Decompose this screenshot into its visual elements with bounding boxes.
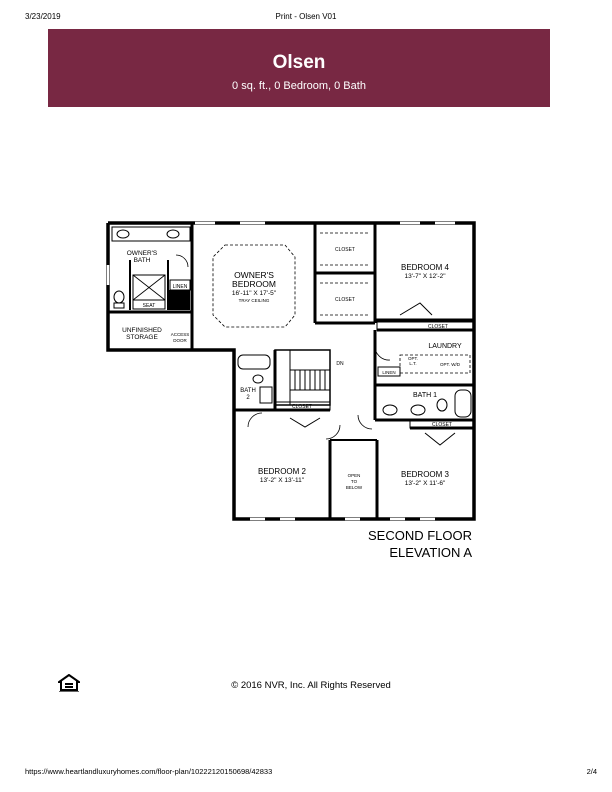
svg-text:SECOND FLOOR: SECOND FLOOR xyxy=(368,528,472,543)
svg-text:OWNER'S: OWNER'S xyxy=(234,270,274,280)
svg-text:OPT. W/D: OPT. W/D xyxy=(440,362,461,367)
svg-text:UNFINISHED: UNFINISHED xyxy=(122,327,162,334)
closet-label: CLOSET xyxy=(335,297,355,303)
owners-bedroom-label: OWNER'S xyxy=(234,270,274,280)
bath-1-label: BATH 1 xyxy=(413,392,437,399)
svg-text:OPEN: OPEN xyxy=(348,473,361,478)
svg-text:13'-2" X 11'-6": 13'-2" X 11'-6" xyxy=(405,480,446,487)
svg-text:CLOSET: CLOSET xyxy=(292,404,312,410)
svg-text:DOOR: DOOR xyxy=(173,338,187,343)
svg-text:BEDROOM 3: BEDROOM 3 xyxy=(401,470,450,479)
svg-text:TO: TO xyxy=(351,479,358,484)
svg-text:LINEN: LINEN xyxy=(173,284,188,290)
seat-label: SEAT xyxy=(143,303,156,309)
svg-text:13'-2" X 13'-11": 13'-2" X 13'-11" xyxy=(260,477,305,484)
closet-label: CLOSET xyxy=(335,247,355,253)
svg-text:BELOW: BELOW xyxy=(346,485,363,490)
svg-text:ELEVATION A: ELEVATION A xyxy=(389,545,472,560)
copyright: © 2016 NVR, Inc. All Rights Reserved xyxy=(231,680,391,691)
svg-text:BATH 1: BATH 1 xyxy=(413,392,437,399)
floor-plan: OWNER'S BATH LINEN SEAT OWNER'S BEDROOM … xyxy=(106,221,476,560)
svg-text:SEAT: SEAT xyxy=(143,303,156,309)
svg-text:BEDROOM: BEDROOM xyxy=(232,279,276,289)
svg-text:DN: DN xyxy=(336,361,344,367)
svg-text:TRAY CEILING: TRAY CEILING xyxy=(239,298,270,303)
plan-banner: Olsen 0 sq. ft., 0 Bedroom, 0 Bath xyxy=(48,29,550,107)
svg-text:ACCESS: ACCESS xyxy=(171,332,190,337)
laundry-label: LAUNDRY xyxy=(428,343,462,350)
svg-text:CLOSET: CLOSET xyxy=(432,422,452,428)
open-to-below-label: OPEN xyxy=(348,473,361,478)
bedroom-2-label: BEDROOM 2 xyxy=(258,467,307,476)
bedroom-3-label: BEDROOM 3 xyxy=(401,470,450,479)
bath-2-label: BATH xyxy=(240,388,256,394)
print-date: 3/23/2019 xyxy=(25,12,61,21)
svg-text:BEDROOM 2: BEDROOM 2 xyxy=(258,467,307,476)
svg-text:LAUNDRY: LAUNDRY xyxy=(428,343,462,350)
plan-name: Olsen xyxy=(272,52,326,73)
owners-bath-label: OWNER'S xyxy=(127,250,158,257)
plan-stats: 0 sq. ft., 0 Bedroom, 0 Bath xyxy=(232,80,366,92)
svg-text:STORAGE: STORAGE xyxy=(126,334,158,341)
svg-text:L.T.: L.T. xyxy=(409,361,416,366)
svg-text:13'-7" X 12'-2": 13'-7" X 12'-2" xyxy=(404,273,446,280)
floor-caption: SECOND FLOOR xyxy=(368,528,472,543)
linen-label: LINEN xyxy=(173,284,188,290)
svg-text:16'-11" X 17'-5": 16'-11" X 17'-5" xyxy=(232,290,277,297)
page-url: https://www.heartlandluxuryhomes.com/flo… xyxy=(25,767,273,776)
stairs-down-label: DN xyxy=(336,361,344,367)
svg-text:BEDROOM 4: BEDROOM 4 xyxy=(401,263,450,272)
svg-text:CLOSET: CLOSET xyxy=(335,297,355,303)
svg-text:CLOSET: CLOSET xyxy=(428,324,448,330)
svg-text:2: 2 xyxy=(246,395,250,401)
svg-text:LINEN: LINEN xyxy=(382,370,395,375)
storage-label: UNFINISHED xyxy=(122,327,162,334)
svg-text:CLOSET: CLOSET xyxy=(335,247,355,253)
svg-text:OPT.: OPT. xyxy=(408,356,418,361)
print-title: Print - Olsen V01 xyxy=(275,12,337,21)
bedroom-4-label: BEDROOM 4 xyxy=(401,263,450,272)
equal-housing-opportunity-icon xyxy=(58,674,80,692)
owners-bedroom-size: 16'-11" X 17'-5" xyxy=(232,290,277,297)
svg-text:BATH: BATH xyxy=(240,388,256,394)
page-number: 2/4 xyxy=(586,767,597,776)
svg-text:BATH: BATH xyxy=(134,257,151,264)
svg-text:OWNER'S: OWNER'S xyxy=(127,250,158,257)
